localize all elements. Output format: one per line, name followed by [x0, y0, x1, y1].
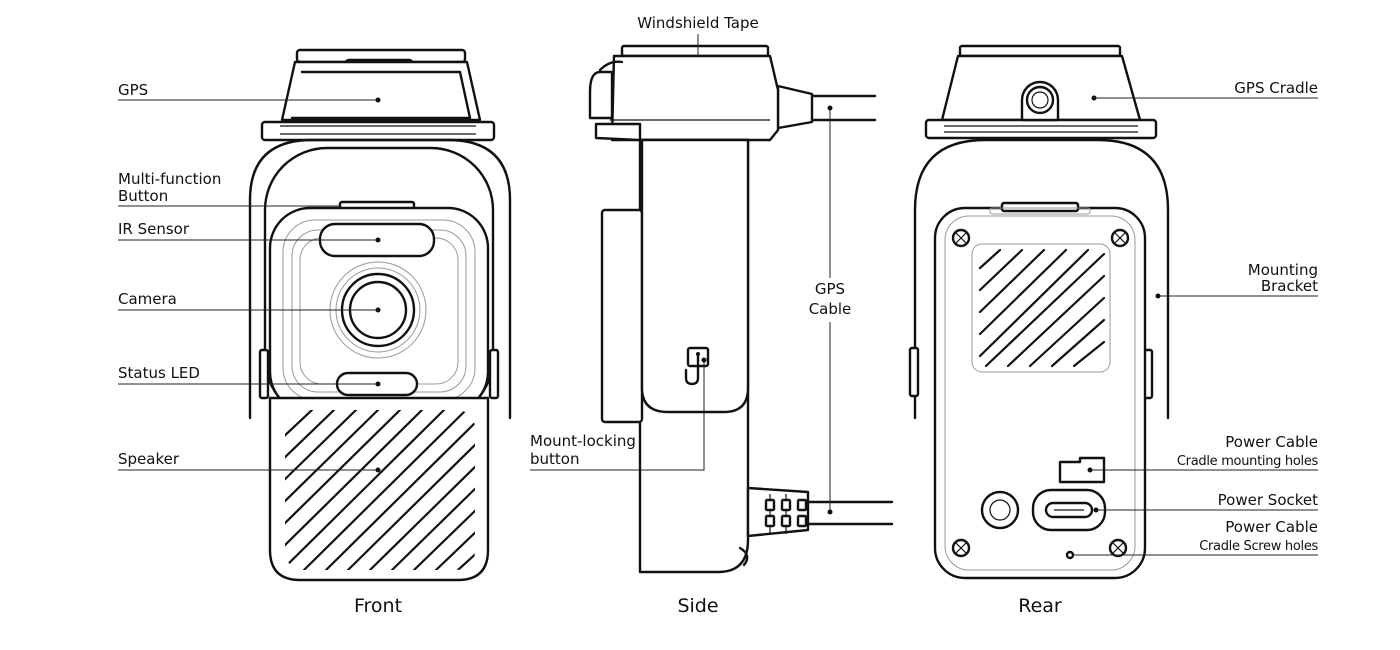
label-gps: GPS: [118, 81, 148, 99]
rear-vent-grille: [978, 248, 1106, 368]
label-power-cable-mount-1: Power Cable: [1225, 433, 1318, 451]
front-view: [248, 48, 512, 582]
view-title-front: Front: [354, 595, 402, 617]
side-view: [588, 44, 894, 574]
label-power-cable-screw-2: Cradle Screw holes: [1199, 539, 1318, 554]
label-power-cable-mount-2: Cradle mounting holes: [1177, 454, 1319, 469]
label-camera: Camera: [118, 290, 177, 308]
front-gps-cradle: [260, 48, 496, 142]
label-mounting-bracket-1: Mounting: [1248, 261, 1318, 279]
label-speaker: Speaker: [118, 450, 180, 468]
label-multi-function-1: Multi-function: [118, 170, 221, 188]
power-cable-cradle-mounting-holes: [1058, 456, 1106, 484]
front-leaders: [118, 97, 381, 473]
side-labels: Windshield Tape GPS Cable Mount-locking …: [530, 14, 851, 468]
front-mounting-bracket: [248, 138, 512, 420]
label-mount-locking-2: button: [530, 450, 579, 468]
label-mounting-bracket-2: Bracket: [1261, 277, 1318, 295]
label-gps-cradle: GPS Cradle: [1234, 79, 1318, 97]
side-windshield-tape: [620, 44, 770, 58]
label-power-socket: Power Socket: [1218, 491, 1318, 509]
label-gps-cable-2: Cable: [809, 300, 852, 318]
label-multi-function-2: Button: [118, 187, 168, 205]
rear-labels: GPS Cradle Mounting Bracket Power Cable …: [1177, 79, 1319, 554]
rear-corner-screws: [951, 228, 1130, 558]
label-power-cable-screw-1: Power Cable: [1225, 518, 1318, 536]
rear-view: [908, 44, 1170, 580]
view-title-side: Side: [677, 595, 718, 617]
rear-leaders: [1074, 95, 1318, 556]
label-ir-sensor: IR Sensor: [118, 220, 190, 238]
label-gps-cable-1: GPS: [815, 280, 845, 298]
label-status-led: Status LED: [118, 364, 200, 382]
label-mount-locking-1: Mount-locking: [530, 432, 636, 450]
rear-mounting-bracket: [913, 138, 1170, 420]
label-windshield-tape: Windshield Tape: [637, 14, 759, 32]
view-title-rear: Rear: [1018, 595, 1062, 617]
front-labels: GPS Multi-function Button IR Sensor Came…: [118, 81, 221, 468]
speaker-grille: [285, 410, 475, 570]
side-leaders: [530, 34, 833, 515]
rear-round-button: [980, 490, 1020, 530]
power-cable-cradle-screw-hole: [1065, 550, 1075, 560]
